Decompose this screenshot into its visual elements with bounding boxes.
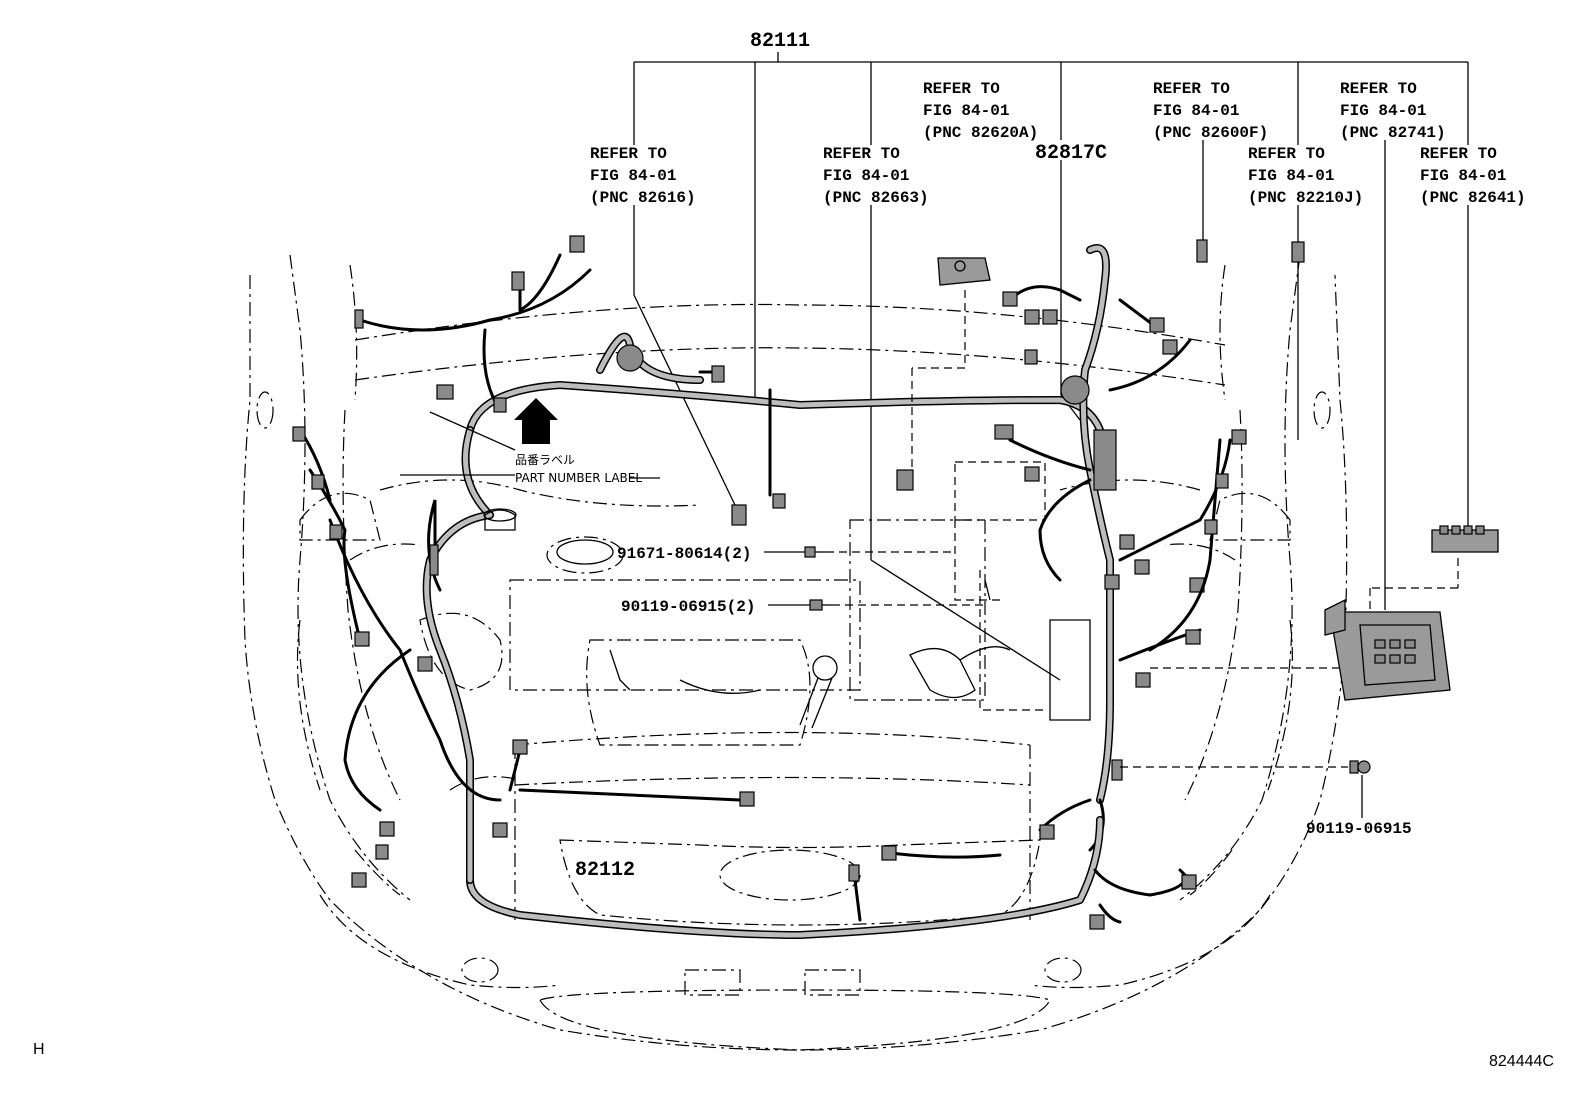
svg-text:FIG 84-01: FIG 84-01 (590, 167, 676, 185)
harness-connector (511, 271, 525, 291)
harness-connector (711, 365, 725, 383)
figure-id: 824444C (1489, 1053, 1554, 1070)
harness-connector (731, 504, 747, 526)
ref-callout-82741: REFER TO FIG 84-01 (PNC 82741) (1340, 80, 1446, 142)
ref-callout-82210J: REFER TO FIG 84-01 (PNC 82210J) (1248, 145, 1363, 207)
harness-connector (1111, 759, 1123, 781)
part-number-82111: 82111 (750, 30, 810, 53)
svg-text:(PNC 82641): (PNC 82641) (1420, 189, 1526, 207)
bolt-label-90119-06915: 90119-06915 (1306, 820, 1412, 838)
harness-connector (1204, 519, 1218, 535)
part-number-82112: 82112 (575, 859, 635, 882)
svg-text:FIG 84-01: FIG 84-01 (923, 102, 1009, 120)
connector-82641 (1431, 525, 1499, 553)
svg-text:REFER TO: REFER TO (823, 145, 900, 163)
part-number-82817C: 82817C (1035, 142, 1107, 165)
svg-text:REFER TO: REFER TO (590, 145, 667, 163)
harness-connector (896, 469, 914, 491)
harness-connector (1196, 239, 1208, 263)
ref-callout-82600F: REFER TO FIG 84-01 (PNC 82600F) (1153, 80, 1268, 142)
harness-connector (1024, 466, 1040, 482)
svg-text:FIG 84-01: FIG 84-01 (1248, 167, 1334, 185)
corner-mark: H (33, 1041, 45, 1058)
svg-text:(PNC 82600F): (PNC 82600F) (1153, 124, 1268, 142)
bolt-90119-06915-pair (768, 599, 985, 611)
harness-connector (351, 872, 367, 888)
harness-connector (1149, 317, 1165, 333)
svg-text:(PNC 82620A): (PNC 82620A) (923, 124, 1038, 142)
bolt-label-91671-80614: 91671-80614(2) (617, 545, 751, 563)
bolt-90119-06915 (1120, 760, 1371, 774)
bolt-label-90119-06915-pair: 90119-06915(2) (621, 598, 755, 616)
harness-connector (1231, 429, 1247, 445)
harness-connector (1024, 349, 1038, 365)
svg-text:REFER TO: REFER TO (1248, 145, 1325, 163)
harness-connector (1039, 824, 1055, 840)
svg-text:FIG 84-01: FIG 84-01 (1153, 102, 1239, 120)
ref-callout-82616: REFER TO FIG 84-01 (PNC 82616) (590, 145, 696, 207)
harness-connector (493, 397, 507, 413)
harness-connector (329, 524, 343, 540)
connector-82620A (911, 257, 991, 470)
harness-connector (1135, 672, 1151, 688)
harness-connector (1181, 874, 1197, 890)
part-number-label-en: PART NUMBER LABEL (515, 471, 642, 485)
bracket-detail (954, 461, 1340, 711)
harness-connector (1291, 241, 1305, 263)
svg-text:REFER TO: REFER TO (1153, 80, 1230, 98)
harness-connector (1104, 574, 1120, 590)
ref-callout-82620A: REFER TO FIG 84-01 (PNC 82620A) (923, 80, 1038, 142)
harness-connector (379, 821, 395, 837)
svg-text:REFER TO: REFER TO (1420, 145, 1497, 163)
harness-connector (311, 474, 325, 490)
harness-connector (994, 424, 1014, 440)
harness-connector (1042, 309, 1058, 325)
harness-82112 (292, 309, 1229, 939)
harness-junction-block (1093, 429, 1117, 491)
engine-details (483, 508, 1091, 729)
svg-text:(PNC 82616): (PNC 82616) (590, 189, 696, 207)
svg-text:(PNC 82210J): (PNC 82210J) (1248, 189, 1363, 207)
harness-connector (292, 426, 306, 442)
svg-text:FIG 84-01: FIG 84-01 (1420, 167, 1506, 185)
harness-connector (569, 235, 585, 253)
svg-text:(PNC 82663): (PNC 82663) (823, 189, 929, 207)
svg-text:REFER TO: REFER TO (1340, 80, 1417, 98)
relay-block-82741 (1324, 598, 1451, 701)
harness-connector (429, 544, 439, 576)
bolt-91671-80614 (764, 546, 955, 558)
harness-connector (1089, 914, 1105, 930)
harness-connector (1119, 534, 1135, 550)
svg-text:FIG 84-01: FIG 84-01 (823, 167, 909, 185)
svg-text:(PNC 82741): (PNC 82741) (1340, 124, 1446, 142)
svg-text:REFER TO: REFER TO (923, 80, 1000, 98)
harness-connector (492, 822, 508, 838)
part-number-label-arrow (400, 398, 660, 479)
harness-connector (739, 791, 755, 807)
harness-connector (772, 493, 786, 509)
harness-connector (1215, 473, 1229, 489)
harness-connector (881, 845, 897, 861)
harness-connector (1024, 309, 1040, 325)
harness-connector (354, 309, 364, 329)
harness-connector (512, 739, 528, 755)
part-number-label-jp: 品番ラベル (515, 453, 575, 467)
ref-callout-82663: REFER TO FIG 84-01 (PNC 82663) (823, 145, 929, 207)
harness-82111 (358, 235, 1305, 852)
harness-connector (848, 864, 860, 882)
harness-connector (1162, 339, 1178, 355)
harness-connector (375, 844, 389, 860)
harness-connector (1002, 291, 1018, 307)
harness-connector (417, 656, 433, 672)
harness-connector (1185, 629, 1201, 645)
harness-connector (354, 631, 370, 647)
ref-callout-82641: REFER TO FIG 84-01 (PNC 82641) (1420, 145, 1526, 207)
leader-bracket-82111 (633, 52, 1469, 818)
harness-connector (1134, 559, 1150, 575)
harness-connector (436, 384, 454, 400)
svg-text:FIG 84-01: FIG 84-01 (1340, 102, 1426, 120)
